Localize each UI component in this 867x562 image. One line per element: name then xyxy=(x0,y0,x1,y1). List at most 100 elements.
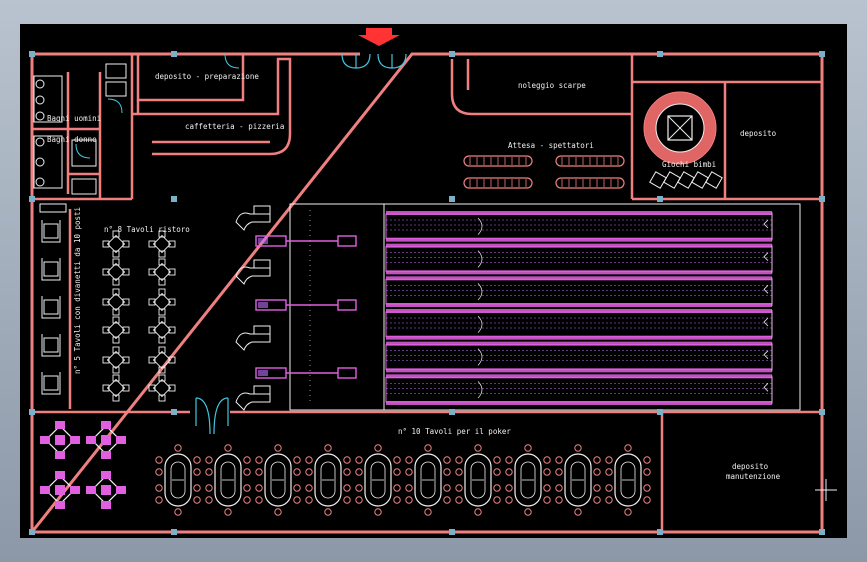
sofa-booth xyxy=(41,372,61,395)
ball-return xyxy=(255,299,357,311)
oval-poker-table xyxy=(355,444,401,516)
small-poker-table xyxy=(86,421,126,459)
grip-point xyxy=(657,196,663,202)
oval-poker-table xyxy=(505,444,551,516)
bowling-area xyxy=(289,203,801,411)
waiting-bench xyxy=(463,155,533,167)
label-noleggio: noleggio scarpe xyxy=(518,81,586,90)
grip-point xyxy=(171,529,177,535)
waiting-bench xyxy=(555,155,625,167)
grip-point xyxy=(657,529,663,535)
internal-walls xyxy=(32,52,822,532)
four-seat-table xyxy=(102,258,130,286)
label-tavoli-ristoro: n° 8 Tavoli ristoro xyxy=(104,225,190,234)
oval-poker-table xyxy=(305,444,351,516)
grip-point xyxy=(171,51,177,57)
oval-poker-table xyxy=(205,444,251,516)
bowler-bench xyxy=(235,259,271,285)
play-mat xyxy=(705,171,723,189)
four-seat-table xyxy=(148,230,176,258)
grip-point xyxy=(819,51,825,57)
main-entrance xyxy=(341,53,407,69)
waiting-bench xyxy=(463,177,533,189)
play-mat xyxy=(677,171,695,189)
sofa-booth xyxy=(41,296,61,319)
four-seat-table xyxy=(148,374,176,402)
four-seat-table xyxy=(148,346,176,374)
play-mat xyxy=(663,171,681,189)
label-tavoli-poker: n° 10 Tavoli per il poker xyxy=(398,427,511,436)
four-seat-table xyxy=(102,316,130,344)
bathroom-doors xyxy=(75,53,240,159)
four-seat-table xyxy=(102,230,130,258)
small-poker-tables xyxy=(40,421,126,509)
bowling-lane xyxy=(385,341,773,373)
bowler-bench xyxy=(235,205,271,231)
small-poker-table xyxy=(86,471,126,509)
bowler-seating xyxy=(235,205,357,411)
sofa-booth xyxy=(41,334,61,357)
grip-point xyxy=(171,409,177,415)
oval-poker-table xyxy=(255,444,301,516)
bowling-lane xyxy=(385,309,773,340)
grip-point xyxy=(29,196,35,202)
grip-point xyxy=(819,529,825,535)
bowling-lane xyxy=(385,211,773,242)
kids-play-area xyxy=(643,91,723,189)
grip-point xyxy=(29,409,35,415)
ball-return xyxy=(255,235,357,247)
grip-point xyxy=(449,529,455,535)
poker-tables xyxy=(155,444,651,516)
label-deposito-manutenzione: deposito xyxy=(732,462,769,471)
four-seat-table xyxy=(102,288,130,316)
lower-door xyxy=(195,397,229,435)
floor-plan: Bagni uomini Bagni donne deposito - prep… xyxy=(28,28,837,535)
four-seat-table xyxy=(148,258,176,286)
label-manutenzione: manutenzione xyxy=(726,472,781,481)
grip-point xyxy=(657,51,663,57)
label-tavoli-divanetti: n° 5 Tavoli con divanetti da 10 posti xyxy=(73,207,82,374)
oval-poker-table xyxy=(155,444,201,516)
bowling-lane xyxy=(385,276,773,307)
play-mat xyxy=(691,171,709,189)
grip-point xyxy=(819,196,825,202)
oval-poker-table xyxy=(405,444,451,516)
lane-area-outline xyxy=(289,203,801,411)
label-deposito-preparazione: deposito - preparazione xyxy=(155,72,259,81)
four-seat-table xyxy=(148,316,176,344)
oval-poker-table xyxy=(455,444,501,516)
grip-point xyxy=(171,196,177,202)
sofa-booth xyxy=(41,258,61,281)
play-mat xyxy=(649,171,667,189)
cad-drawing-canvas[interactable]: Bagni uomini Bagni donne deposito - prep… xyxy=(20,24,847,538)
label-deposito: deposito xyxy=(740,129,777,138)
four-seat-table xyxy=(102,346,130,374)
booth-header xyxy=(39,203,67,213)
sofa-booths xyxy=(39,203,67,395)
bowling-lane xyxy=(385,374,773,405)
label-bagni-uomini: Bagni uomini xyxy=(47,114,101,123)
grip-point xyxy=(657,409,663,415)
small-poker-table xyxy=(40,421,80,459)
refreshment-tables xyxy=(102,230,176,402)
oval-poker-table xyxy=(605,444,651,516)
four-seat-table xyxy=(148,288,176,316)
cad-grip-points xyxy=(29,51,825,535)
grip-point xyxy=(449,409,455,415)
label-giochi: Giochi bimbi xyxy=(662,160,716,169)
bowling-lane xyxy=(385,243,773,275)
grip-point xyxy=(819,409,825,415)
sofa-booth xyxy=(41,220,61,243)
grip-point xyxy=(449,196,455,202)
label-attesa: Attesa - spettatori xyxy=(508,141,594,150)
label-bagni-donne: Bagni donne xyxy=(47,135,97,144)
bowler-bench xyxy=(235,325,271,351)
crosshair-cursor-icon xyxy=(815,479,837,501)
entrance-arrow-icon xyxy=(358,28,400,46)
bathroom-fixtures xyxy=(33,63,127,195)
ball-return xyxy=(255,367,357,379)
small-poker-table xyxy=(40,471,80,509)
grip-point xyxy=(449,51,455,57)
waiting-benches xyxy=(463,155,625,189)
waiting-bench xyxy=(555,177,625,189)
